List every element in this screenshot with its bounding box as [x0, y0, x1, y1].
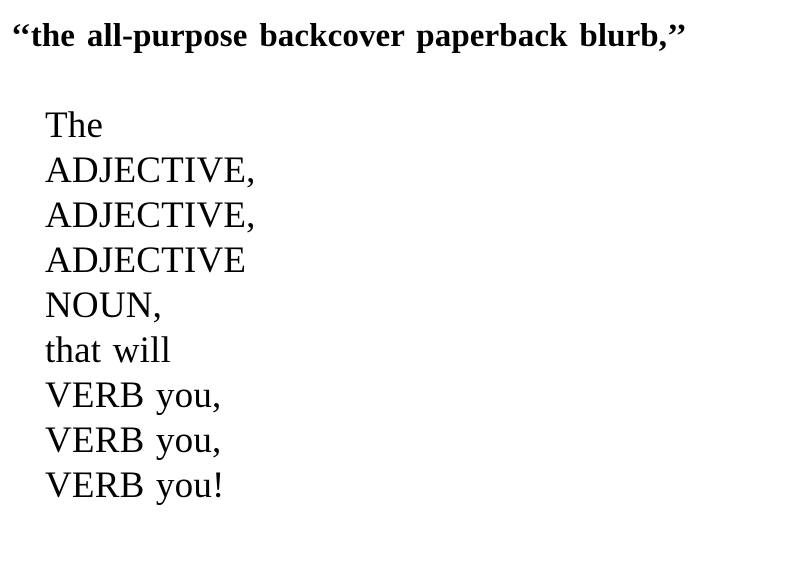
- blurb-line: ADJECTIVE,: [45, 195, 256, 236]
- blurb-line: VERB you,: [45, 420, 222, 461]
- blurb-line: ADJECTIVE: [45, 240, 247, 281]
- blurb-line: VERB you,: [45, 375, 222, 416]
- blurb-line: that will: [45, 330, 172, 371]
- blurb-line: NOUN,: [45, 285, 163, 326]
- blurb-line: The: [45, 105, 104, 146]
- blurb-text-block: The ADJECTIVE, ADJECTIVE, ADJECTIVE NOUN…: [45, 103, 745, 508]
- blurb-line: ADJECTIVE,: [45, 150, 256, 191]
- page-title: ‘‘the all-purpose backcover paperback bl…: [11, 18, 687, 54]
- blurb-line: VERB you!: [45, 465, 225, 506]
